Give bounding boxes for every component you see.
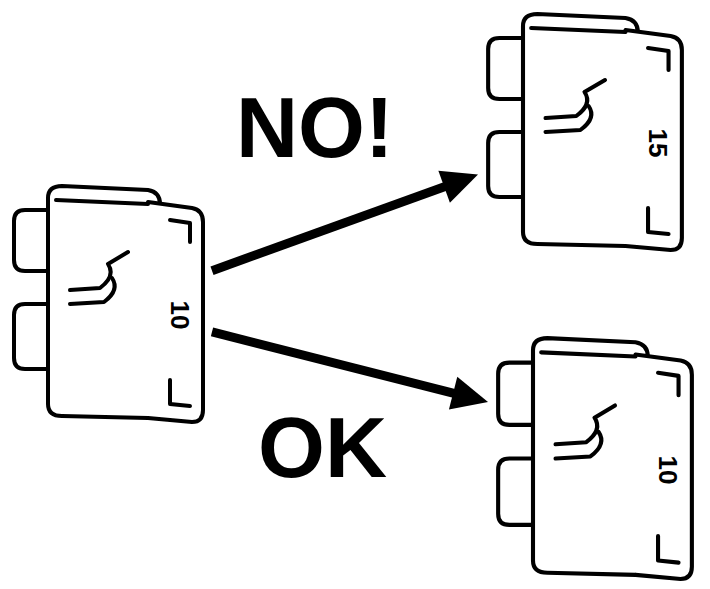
arrow-connector: [212, 171, 478, 271]
fuse-node: 10: [492, 332, 697, 582]
arrow-line: [212, 185, 448, 270]
arrow-head: [449, 377, 488, 410]
amp-rating: 10: [167, 300, 193, 329]
fuse-node: 15: [482, 8, 687, 253]
fuse-node: 10: [8, 180, 208, 425]
arrow-label: OK: [256, 404, 389, 490]
arrow-label: NO!: [234, 84, 396, 170]
arrow-head: [438, 171, 478, 203]
amp-rating: 10: [655, 455, 681, 484]
amp-rating: 15: [645, 128, 671, 157]
arrow-connector: [212, 332, 488, 410]
arrow-line: [212, 332, 457, 394]
